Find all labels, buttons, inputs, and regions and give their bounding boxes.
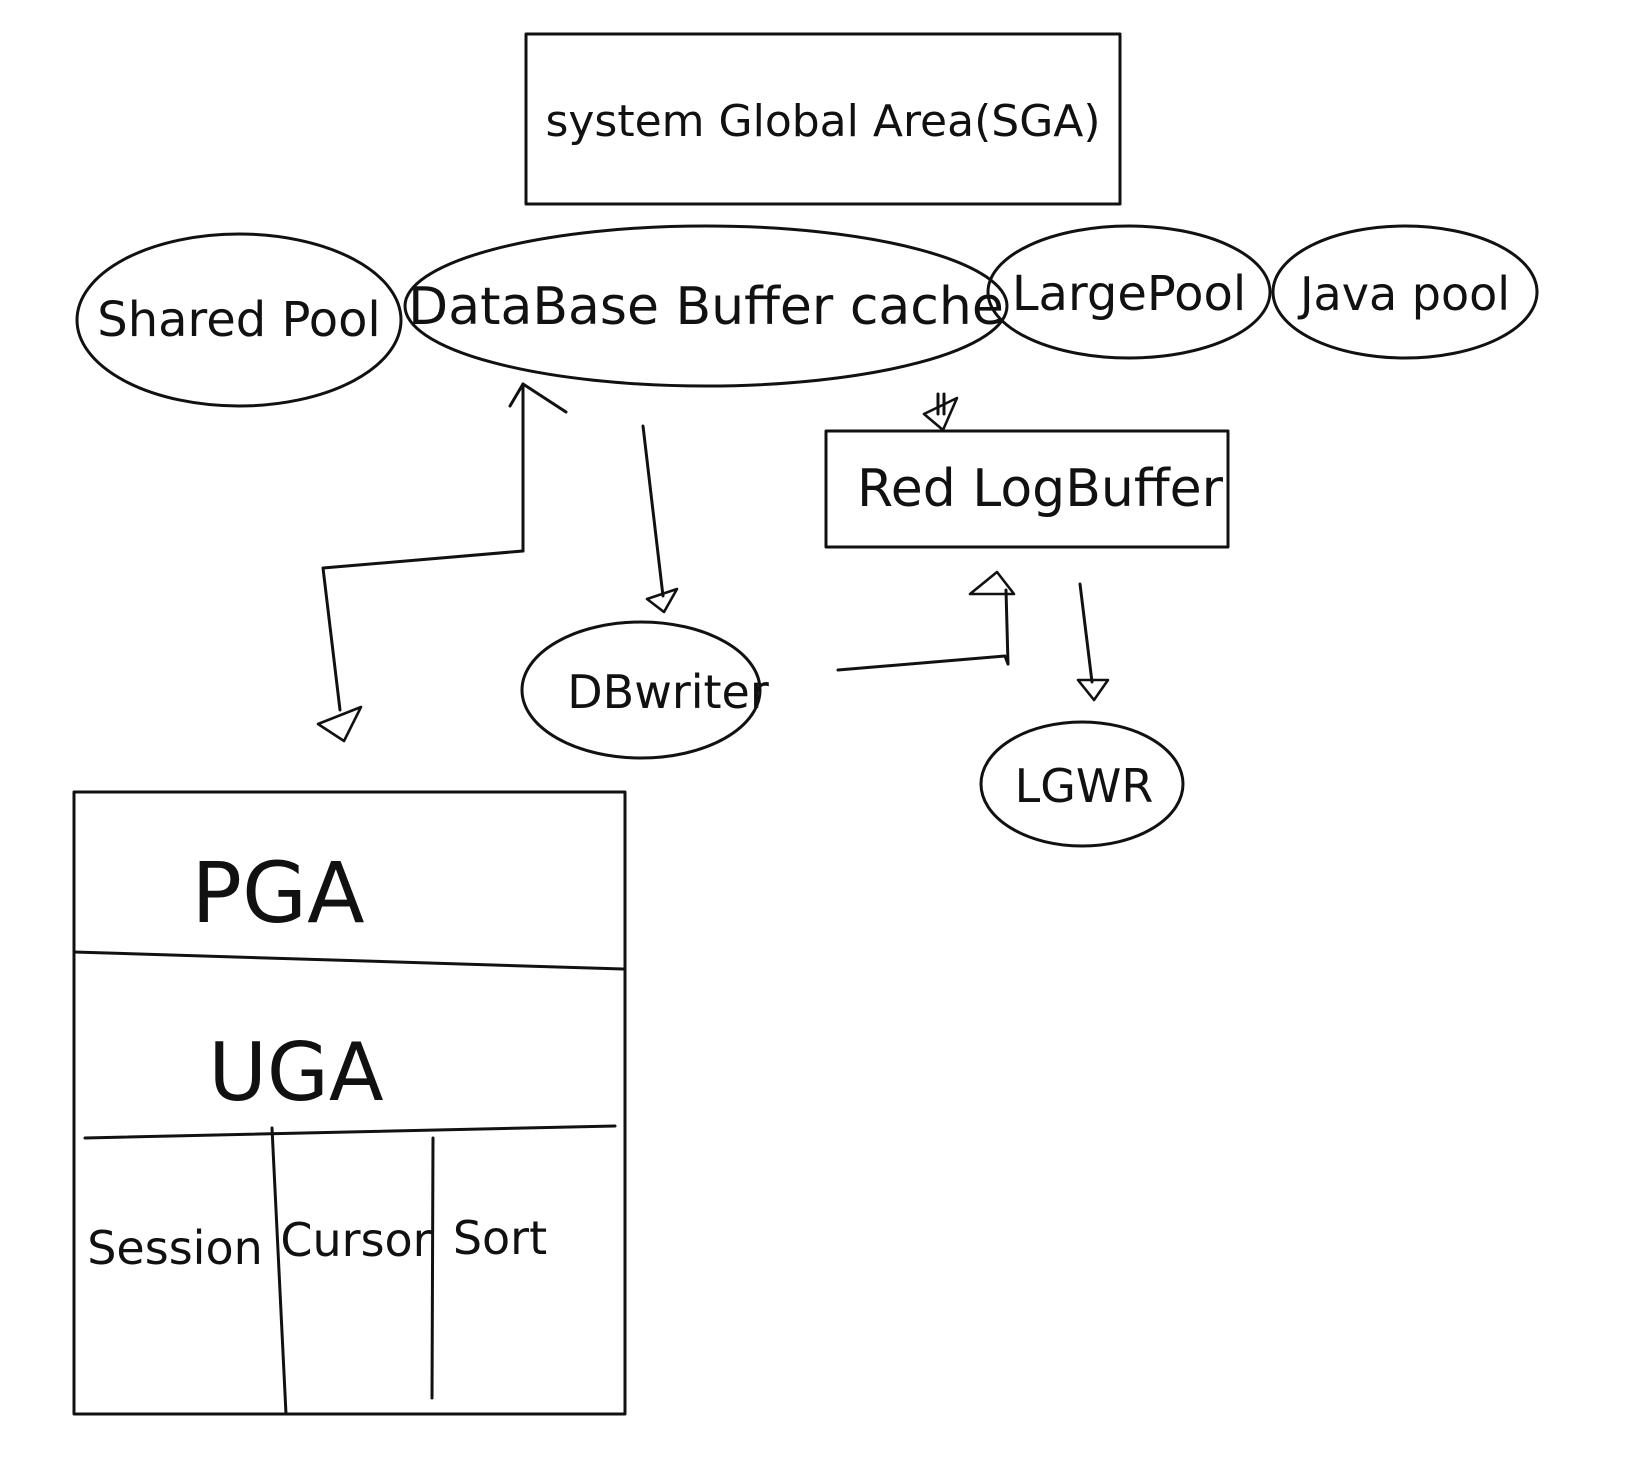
buffer-cache-to-redo-log-arrow [922, 392, 959, 432]
db-writer-to-redo-log-connector [836, 570, 1016, 672]
redo-log-buffer-box: Red LogBuffer [824, 429, 1230, 549]
shared-pool-node: Shared Pool [75, 232, 403, 408]
shared-pool-label: Shared Pool [97, 292, 381, 348]
java-pool-node: Java pool [1271, 224, 1539, 360]
sort-label: Sort [453, 1211, 547, 1265]
uga-label: UGA [208, 1026, 384, 1119]
buffer-cache-label: DataBase Buffer cache [408, 277, 1004, 337]
session-label: Session [87, 1221, 263, 1275]
lgwr-label: LGWR [1015, 759, 1154, 813]
buffer-cache-node: DataBase Buffer cache [403, 224, 1009, 388]
large-pool-label: LargePool [1012, 266, 1246, 322]
pga-label: PGA [191, 844, 364, 942]
sga-label: system Global Area(SGA) [545, 96, 1100, 147]
session-cursor-divider [270, 1126, 288, 1416]
pga-block: PGA UGA Session Cursor Sort [72, 790, 627, 1416]
cursor-sort-divider [430, 1136, 435, 1400]
pga-uga-divider [72, 950, 625, 971]
pga-to-buffer-cache-connector [316, 382, 568, 743]
redo-log-buffer-label: Red LogBuffer [857, 459, 1224, 519]
java-pool-label: Java pool [1297, 267, 1510, 321]
cursor-label: Cursor [280, 1213, 431, 1267]
large-pool-node: LargePool [986, 224, 1272, 360]
redo-log-to-lgwr-arrow [1076, 582, 1110, 702]
db-writer-label: DBwriter [567, 665, 769, 719]
sga-box: system Global Area(SGA) [524, 32, 1122, 206]
lgwr-node: LGWR [979, 720, 1185, 848]
uga-divider [83, 1124, 617, 1140]
db-writer-node: DBwriter [520, 620, 769, 760]
buffer-cache-to-db-writer-arrow [641, 424, 679, 614]
